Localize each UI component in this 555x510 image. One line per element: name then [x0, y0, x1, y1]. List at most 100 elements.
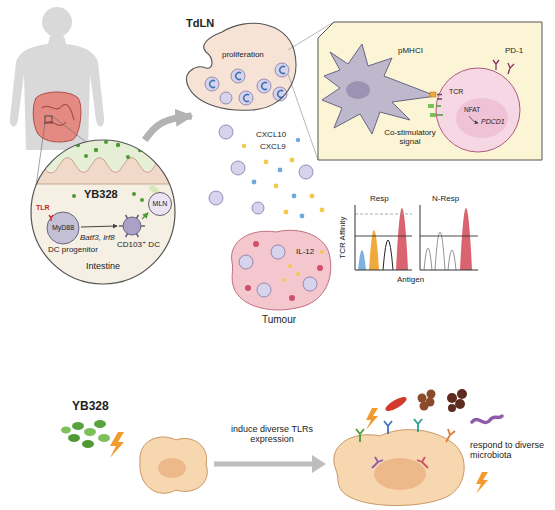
proliferating-t-cells: [205, 63, 289, 105]
annotation-label: CD103⁺ DC: [117, 240, 160, 249]
microbiota: [457, 389, 467, 399]
tumour-fill: [239, 245, 317, 297]
bacteria-cluster: [82, 440, 94, 448]
annotation-label: IL-12: [296, 247, 314, 256]
affinity-chart: [355, 236, 412, 237]
microbiota: [427, 390, 436, 399]
intestine-detail: [84, 154, 88, 158]
tumour-fill: [271, 245, 285, 259]
node-label: TdLN: [186, 17, 214, 30]
large-dendritic-cell: [334, 419, 464, 506]
lymph-node: TdLN: [178, 14, 302, 116]
annotation-label: YB328: [84, 188, 118, 201]
cd103-dc: [142, 213, 148, 219]
microbiota: [384, 389, 502, 423]
intestine-detail: [58, 146, 62, 150]
annotation-label: induce diverse TLRs expression: [226, 424, 318, 445]
synapse-inset: [428, 104, 434, 108]
annotation-label: Batf3, Irf8: [80, 233, 115, 242]
affinity-chart: [435, 232, 445, 270]
proliferating-t-cells: [275, 63, 289, 77]
myd88-cell: [47, 212, 79, 244]
tumour-fill: [289, 295, 295, 301]
affinity-chart: [448, 250, 456, 270]
affinity-chart: [396, 208, 408, 270]
synapse-inset: [456, 98, 508, 138]
intestine-detail: [72, 194, 76, 198]
tumour-fill: [282, 278, 286, 282]
proliferating-t-cells: [210, 67, 285, 102]
tumour-fill: [232, 230, 331, 310]
microbiota: [455, 399, 465, 409]
annotation-label: NFAT: [464, 106, 480, 113]
proliferating-t-cells: [262, 83, 267, 90]
tumour-fill: [296, 272, 300, 276]
chemokine-dots: [284, 210, 289, 215]
gut-organ: [52, 116, 86, 142]
mln-circle-outline: [149, 193, 172, 216]
synapse-inset: [322, 44, 436, 134]
large-dendritic-cell: [372, 457, 383, 468]
proliferating-t-cells: [236, 73, 241, 80]
migrating-t-cells: [209, 125, 313, 214]
intestine-detail: [132, 192, 136, 196]
tumour-fill: [239, 255, 253, 269]
node-label: MLN: [148, 192, 172, 216]
tumour-fill: [317, 265, 323, 271]
myd88-cell: [47, 212, 79, 244]
microbiota: [418, 394, 427, 403]
proliferating-t-cells: [278, 91, 283, 98]
bacteria-cluster: [68, 434, 80, 442]
affinity-chart: [355, 214, 412, 215]
synapse-inset: [430, 113, 436, 117]
large-dendritic-cell: [417, 457, 428, 468]
annotation-label: TLR: [36, 204, 50, 212]
annotation-label: PD-1: [505, 46, 523, 55]
proliferating-t-cells: [210, 80, 215, 87]
chemokine-dots: [252, 180, 257, 185]
cd103-dc: [123, 217, 141, 235]
synapse-inset: [318, 22, 542, 160]
tumour-fill: [245, 285, 251, 291]
annotation-label: Co-stimulatory signal: [382, 128, 438, 146]
tumour-fill: [253, 241, 259, 247]
large-dendritic-cell: [446, 429, 455, 442]
annotation-label: PDCD1: [481, 118, 505, 126]
zoom-lines: [288, 74, 318, 160]
migrating-t-cells: [219, 125, 233, 139]
chemokine-dots: [264, 160, 269, 165]
cd103-dc: [119, 213, 148, 237]
affinity-chart: [420, 205, 478, 270]
bacteria-cluster: [72, 422, 84, 430]
annotation-label: proliferation: [222, 50, 264, 59]
large-dendritic-cell: [384, 421, 392, 434]
annotation-label: TCR Affinity: [338, 208, 347, 268]
microbiota: [447, 393, 457, 403]
large-dendritic-cell: [356, 419, 455, 468]
chemokine-dots: [300, 214, 305, 219]
affinity-chart: [424, 248, 432, 270]
large-dendritic-cell: [334, 430, 464, 506]
bacteria-cluster: [84, 428, 96, 436]
chemokine-dots: [310, 194, 315, 199]
chemokine-dots: [290, 158, 295, 163]
affinity-chart: [355, 205, 412, 270]
synapse-inset: [493, 60, 514, 74]
bacteria-cluster: [98, 434, 110, 442]
tumour-fill: [288, 264, 292, 268]
proliferating-t-cells: [205, 77, 219, 91]
affinity-chart: [358, 250, 366, 270]
gut-organ: [45, 116, 52, 123]
flow-arrow: [145, 116, 192, 140]
microbiota: [420, 402, 429, 411]
annotation-label: CXCL9: [260, 142, 286, 151]
tumour-blob: Tumour: [222, 226, 336, 330]
proliferating-t-cells: [244, 95, 249, 102]
synapse-inset: [430, 92, 436, 97]
proliferating-t-cells: [239, 91, 253, 105]
tumour-blob-outline: [232, 230, 331, 310]
annotation-label: TCR: [449, 88, 463, 96]
bacteria-cluster: [61, 427, 71, 434]
proliferating-t-cells: [220, 92, 232, 104]
chemokine-dots: [242, 144, 246, 148]
